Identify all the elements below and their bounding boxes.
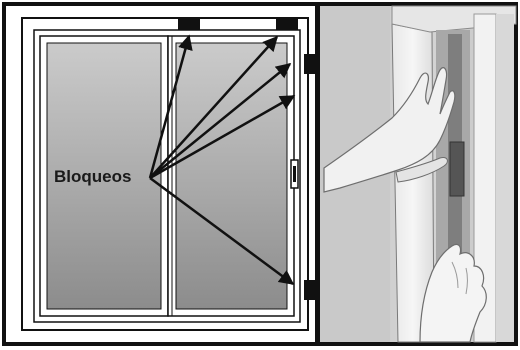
lock-side-lower bbox=[304, 280, 318, 300]
lock-top-left bbox=[178, 18, 200, 30]
lock-side-upper bbox=[304, 54, 318, 74]
callout-arrows bbox=[148, 34, 296, 286]
photo-sash-edge-shadow bbox=[496, 14, 514, 342]
sash-handle-grip bbox=[293, 166, 296, 182]
arrow-to-handle bbox=[149, 94, 296, 180]
photo-lower-finger-lines bbox=[451, 261, 468, 295]
arrow-to-top-left-lock bbox=[148, 34, 193, 179]
photo-upper-hand bbox=[323, 67, 456, 193]
arrow-to-side-lower-lock bbox=[149, 176, 295, 286]
right-glass-pane bbox=[175, 42, 288, 310]
left-glass-pane bbox=[46, 42, 162, 310]
window-diagram: Bloqueos bbox=[2, 2, 319, 346]
callout-label: Bloqueos bbox=[54, 167, 131, 186]
photo-upper-thumb bbox=[395, 157, 448, 183]
arrow-to-side-upper-lock bbox=[149, 63, 292, 179]
photo-strike-plate bbox=[449, 141, 465, 197]
arrow-to-top-right-lock bbox=[149, 35, 279, 179]
photo-lower-hand bbox=[419, 243, 487, 343]
photo-panel bbox=[316, 2, 518, 346]
lock-top-right bbox=[276, 18, 298, 30]
